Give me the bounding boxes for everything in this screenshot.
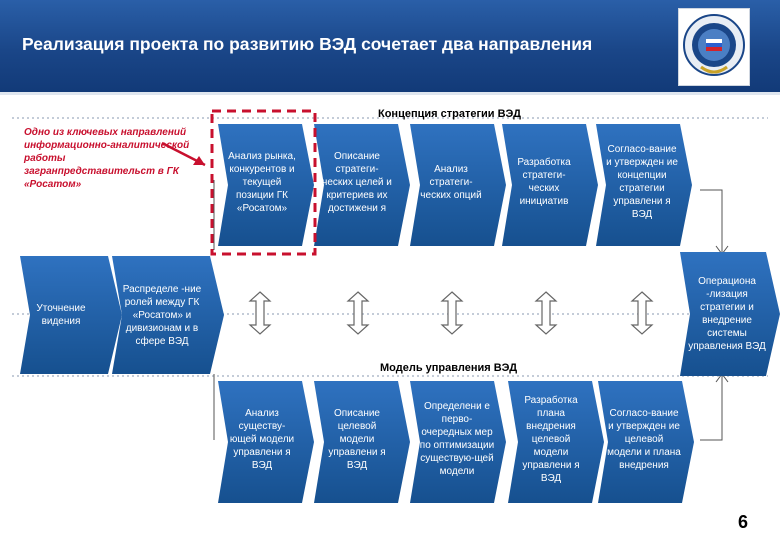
model-chevron-2 <box>314 381 410 503</box>
model-chevron-3 <box>410 381 506 503</box>
header-divider <box>0 92 780 95</box>
model-chevron-1 <box>218 381 314 503</box>
double-arrow-1 <box>248 291 272 335</box>
concept-chevron-1 <box>218 124 314 246</box>
model-step-3: Определени е перво-очередных мер по опти… <box>419 401 495 477</box>
highlight-dashed-frame <box>210 109 317 256</box>
model-step-2: Описание целевой модели управлени я ВЭД <box>328 407 386 471</box>
connector-right-bottom <box>700 376 723 441</box>
chevron-shapes <box>20 124 780 503</box>
page-title: Реализация проекта по развитию ВЭД сочет… <box>22 34 593 54</box>
model-step-4: Разработка плана внедрения целевой модел… <box>522 394 580 484</box>
double-arrow-4 <box>534 291 558 335</box>
concept-step-4: Разработка стратеги-ческих инициатив <box>517 157 571 207</box>
page-number: 6 <box>738 512 749 532</box>
model-chevron-5 <box>598 381 694 503</box>
double-arrow-5 <box>630 291 654 335</box>
concept-section-label: Концепция стратегии ВЭД <box>378 108 521 120</box>
concept-chevron-4 <box>502 124 598 246</box>
left-chevron-vision <box>20 256 122 374</box>
left-step-vision: Уточнение видения <box>36 303 86 327</box>
model-step-1: Анализ существу-ющей модели управлени я … <box>229 407 295 471</box>
concept-step-1: Анализ рынка, конкурентов и текущей пози… <box>228 150 296 214</box>
concept-step-5: Согласо-вание и утвержден ие концепции с… <box>606 144 678 220</box>
concept-step-2: Описание стратеги-ческих целей и критери… <box>322 150 392 214</box>
model-step-5: Согласо-вание и утвержден ие целевой мод… <box>607 407 681 471</box>
red-arrowhead <box>193 156 205 165</box>
emblem-logo <box>678 8 750 86</box>
double-arrow-2 <box>346 291 370 335</box>
concept-step-3: Анализ стратеги-ческих опций <box>420 163 482 201</box>
right-chevron-operationalization <box>680 252 780 376</box>
double-arrows <box>248 291 654 335</box>
emblem-icon <box>683 14 745 76</box>
model-section-label: Модель управления ВЭД <box>380 362 518 374</box>
concept-chevron-3 <box>410 124 506 246</box>
right-step-operationalization: Операциона -лизация стратегии и внедрени… <box>688 276 766 352</box>
connector-right-top <box>700 189 723 252</box>
concept-chevron-2 <box>314 124 410 246</box>
left-chevron-roles <box>112 256 224 374</box>
note-text: Одно из ключевых направлений информацион… <box>24 127 190 190</box>
left-step-roles: Распределе -ние ролей между ГК «Росатом»… <box>122 283 202 347</box>
model-chevron-4 <box>508 381 604 503</box>
header-bar <box>0 0 780 92</box>
concept-chevron-5 <box>596 124 692 246</box>
double-arrow-3 <box>440 291 464 335</box>
